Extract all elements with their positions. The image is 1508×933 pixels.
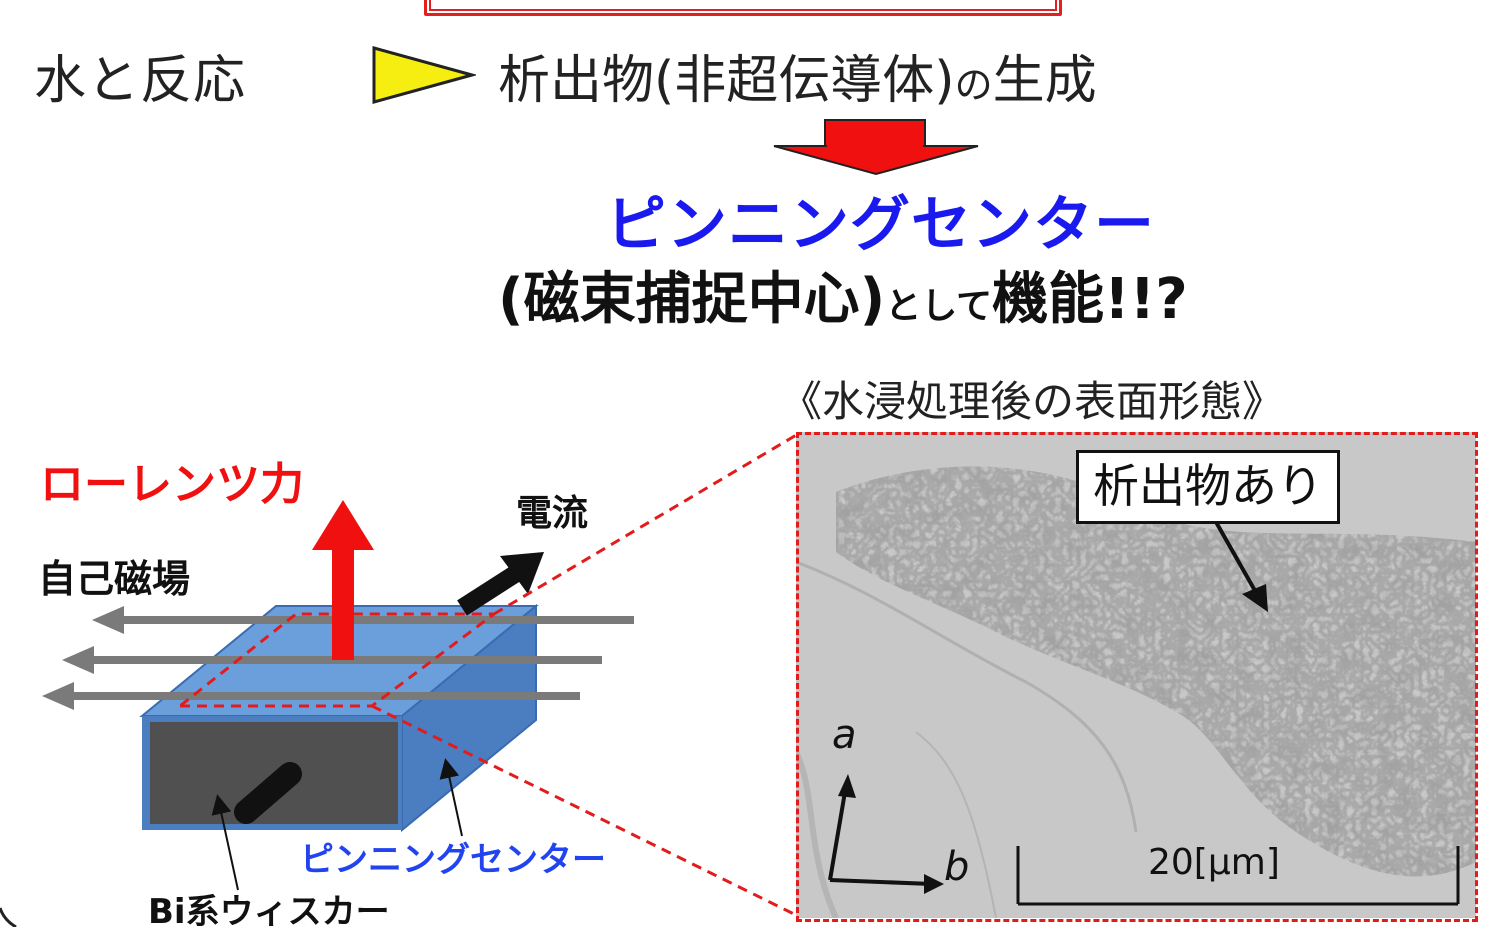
scale-bar [1016,846,1460,906]
whisker-label: Bi系ウィスカー [148,892,390,932]
top-banner-frame [424,0,1062,16]
function-particle: として [885,286,993,327]
current-label: 電流 [516,493,589,534]
axis-a-label: a [832,712,857,758]
page-border-corner [0,907,17,927]
zoom-leader-bottom [371,704,799,918]
function-open: (磁束捕捉中心) [498,267,886,332]
scale-bar-label: 20[μm] [1148,842,1280,883]
pinning-center-title: ピンニングセンター [606,190,1155,260]
function-tail: 機能!!? [992,267,1188,332]
crystal-axes [828,774,944,894]
precipitate-label: 析出物あり [1076,450,1340,524]
reaction-text: 水と反応 [34,51,247,111]
result-main: 析出物(非超伝導体) [498,51,955,111]
whisker-icon [234,762,302,824]
lorentz-force-arrow [312,500,374,660]
self-field-label: 自己磁場 [38,557,191,601]
result-particle: の [954,63,993,107]
yellow-arrow-icon [372,46,476,104]
red-down-arrow-icon [773,119,979,176]
micrograph-caption: 《水浸処理後の表面形態》 [780,377,1285,426]
result-tail: 生成 [992,51,1097,111]
pinning-pointer [439,758,463,837]
precipitate-arrow [1214,521,1260,597]
pinning-center-label: ピンニングセンター [300,840,606,880]
axis-b-label: b [944,844,970,890]
lorentz-force-label: ローレンツ力 [40,459,304,510]
whisker-block [139,603,539,833]
current-arrow [457,552,544,616]
zoom-leader-top [493,432,799,616]
flux-pinning-function-text: (磁束捕捉中心)として機能!!? [498,254,1188,335]
whisker-pointer [211,794,239,891]
precipitate-generation-text: 析出物(非超伝導体)の生成 [498,38,1097,113]
